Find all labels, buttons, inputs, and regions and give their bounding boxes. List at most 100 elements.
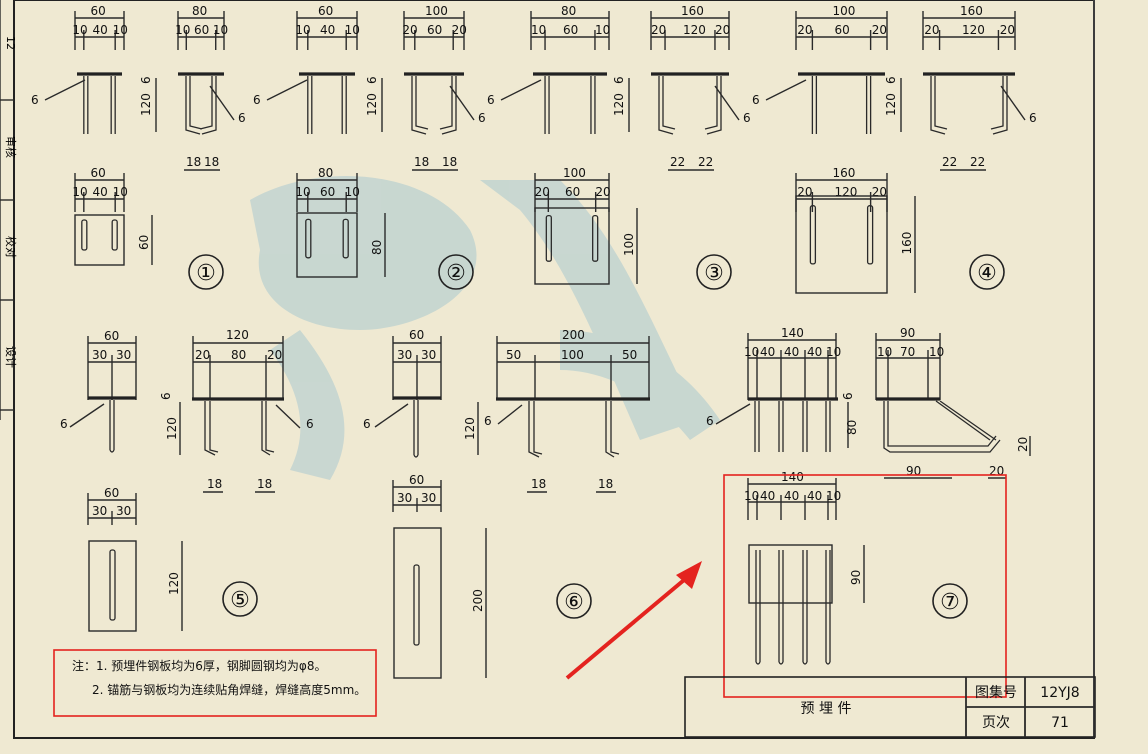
dim-part: 20 <box>715 23 730 37</box>
notes-block: 注：1. 预埋件钢板均为6厚，钢脚圆钢均为φ8。 2. 锚筋与钢板均为连续贴角焊… <box>53 649 377 717</box>
dim-part: 30 <box>116 504 131 518</box>
page-number: 71 <box>1051 715 1069 731</box>
dim-part: 10 <box>877 345 892 359</box>
sheet-border <box>13 0 1095 739</box>
plate-plan <box>795 195 888 294</box>
dim-spacing: 18 <box>207 477 222 491</box>
dim-spacing: 18 <box>442 155 457 169</box>
dim-spacing: 22 <box>970 155 985 169</box>
detail-number: ⑦ <box>940 590 960 615</box>
page-label: 页次 <box>982 715 1010 731</box>
dimension-chain: 60 30 30 <box>87 329 137 400</box>
dim-total: 60 <box>104 486 119 500</box>
dim-part: 60 <box>565 185 580 199</box>
dim-part: 20 <box>924 23 939 37</box>
weld-size: 6 <box>363 417 371 431</box>
title-block: 预 埋 件 图集号 12YJ8 页次 71 <box>684 676 1096 738</box>
dim-spacing: 22 <box>698 155 713 169</box>
dim-part: 50 <box>506 348 521 362</box>
dim-part: 60 <box>427 23 442 37</box>
dim-height: 120 <box>612 93 626 116</box>
anchor-bar <box>544 76 596 134</box>
dim-part: 10 <box>213 23 228 37</box>
dim-part: 20 <box>797 185 812 199</box>
dim-part: 30 <box>397 348 412 362</box>
anchor-bar-plan <box>592 214 599 262</box>
weld-size: 6 <box>706 414 714 428</box>
dim-spacing: 22 <box>670 155 685 169</box>
weld-leader <box>1000 85 1026 121</box>
dim-spacing: 18 <box>186 155 201 169</box>
atlas-number: 12YJ8 <box>1040 685 1079 701</box>
dim-height: 80 <box>370 240 384 255</box>
weld-size: 6 <box>60 417 68 431</box>
dim-part: 10 <box>295 23 310 37</box>
dim-total: 160 <box>681 4 704 18</box>
dim-part: 30 <box>92 504 107 518</box>
dim-part: 40 <box>807 489 822 503</box>
dim-part: 20 <box>595 185 610 199</box>
dim-part: 20 <box>797 23 812 37</box>
dim-part: 30 <box>116 348 131 362</box>
dim-part: 30 <box>397 491 412 505</box>
dim-plate: 6 <box>612 76 626 84</box>
dim-part: 10 <box>531 23 546 37</box>
weld-size: 6 <box>253 93 261 107</box>
weld-size: 6 <box>478 111 486 125</box>
dim-total: 140 <box>781 326 804 340</box>
dim-part: 10 <box>744 489 759 503</box>
dim-total: 100 <box>563 166 586 180</box>
dim-total: 160 <box>833 166 856 180</box>
dim-part: 40 <box>784 345 799 359</box>
weld-leader <box>44 79 86 101</box>
anchor-bar <box>185 76 217 135</box>
anchor-bar <box>930 76 1008 135</box>
dim-plate: 6 <box>841 392 855 400</box>
dim-part: 30 <box>421 348 436 362</box>
dim-height: 80 <box>845 420 859 435</box>
side-label: 校对 <box>4 236 18 258</box>
weld-leader <box>765 79 807 101</box>
dim-part: 70 <box>900 345 915 359</box>
weld-size: 6 <box>238 111 246 125</box>
plate-plan <box>88 540 137 632</box>
weld-leader <box>449 85 475 121</box>
dim-part: 20 <box>1000 23 1015 37</box>
side-label: 审核 <box>4 136 18 158</box>
dim-total: 100 <box>425 4 448 18</box>
dim-part: 120 <box>683 23 706 37</box>
side-label: 12 <box>4 36 17 50</box>
dim-total: 60 <box>409 328 424 342</box>
dim-height: 100 <box>622 233 636 256</box>
dim-part: 10 <box>345 23 360 37</box>
dim-plate: 6 <box>365 76 379 84</box>
detail-number: ④ <box>977 261 997 286</box>
dim-height: 160 <box>900 232 914 255</box>
dim-height: 60 <box>137 235 151 250</box>
detail-6: 60 30 30 6 200 50 100 50 120 6 18 18 60 … <box>363 328 650 679</box>
dim-part: 50 <box>622 348 637 362</box>
weld-leader <box>209 85 235 121</box>
dim-total: 160 <box>960 4 983 18</box>
dim-part: 60 <box>320 185 335 199</box>
dim-part: 20 <box>267 348 282 362</box>
dim-part: 40 <box>93 23 108 37</box>
dim-total: 200 <box>562 328 585 342</box>
weld-size: 6 <box>484 414 492 428</box>
dim-part: 20 <box>535 185 550 199</box>
dim-total: 80 <box>192 4 207 18</box>
note-line-1: 注：1. 预埋件钢板均为6厚，钢脚圆钢均为φ8。 <box>72 658 326 673</box>
weld-size: 6 <box>487 93 495 107</box>
dim-spacing: 18 <box>204 155 219 169</box>
dim-part: 20 <box>195 348 210 362</box>
dim-part: 40 <box>784 489 799 503</box>
dim-part: 40 <box>320 23 335 37</box>
dim-height: 120 <box>884 93 898 116</box>
weld-size: 6 <box>1029 111 1037 125</box>
dim-total: 60 <box>409 473 424 487</box>
anchor-bar-plan <box>81 219 88 251</box>
dim-part: 10 <box>744 345 759 359</box>
anchor-bar <box>811 76 872 134</box>
dim-base: 90 <box>906 464 921 478</box>
